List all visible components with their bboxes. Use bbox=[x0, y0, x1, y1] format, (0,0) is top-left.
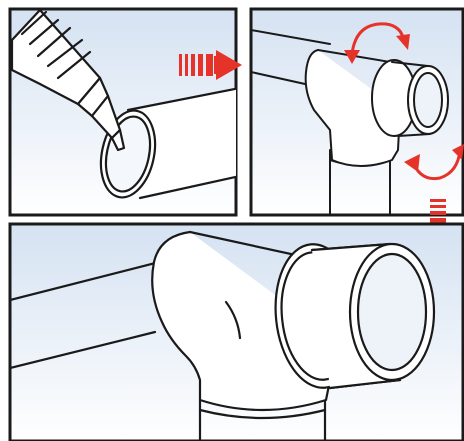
step-3-panel bbox=[10, 224, 463, 441]
step-2-panel bbox=[251, 9, 464, 215]
step-1-panel bbox=[10, 9, 240, 215]
